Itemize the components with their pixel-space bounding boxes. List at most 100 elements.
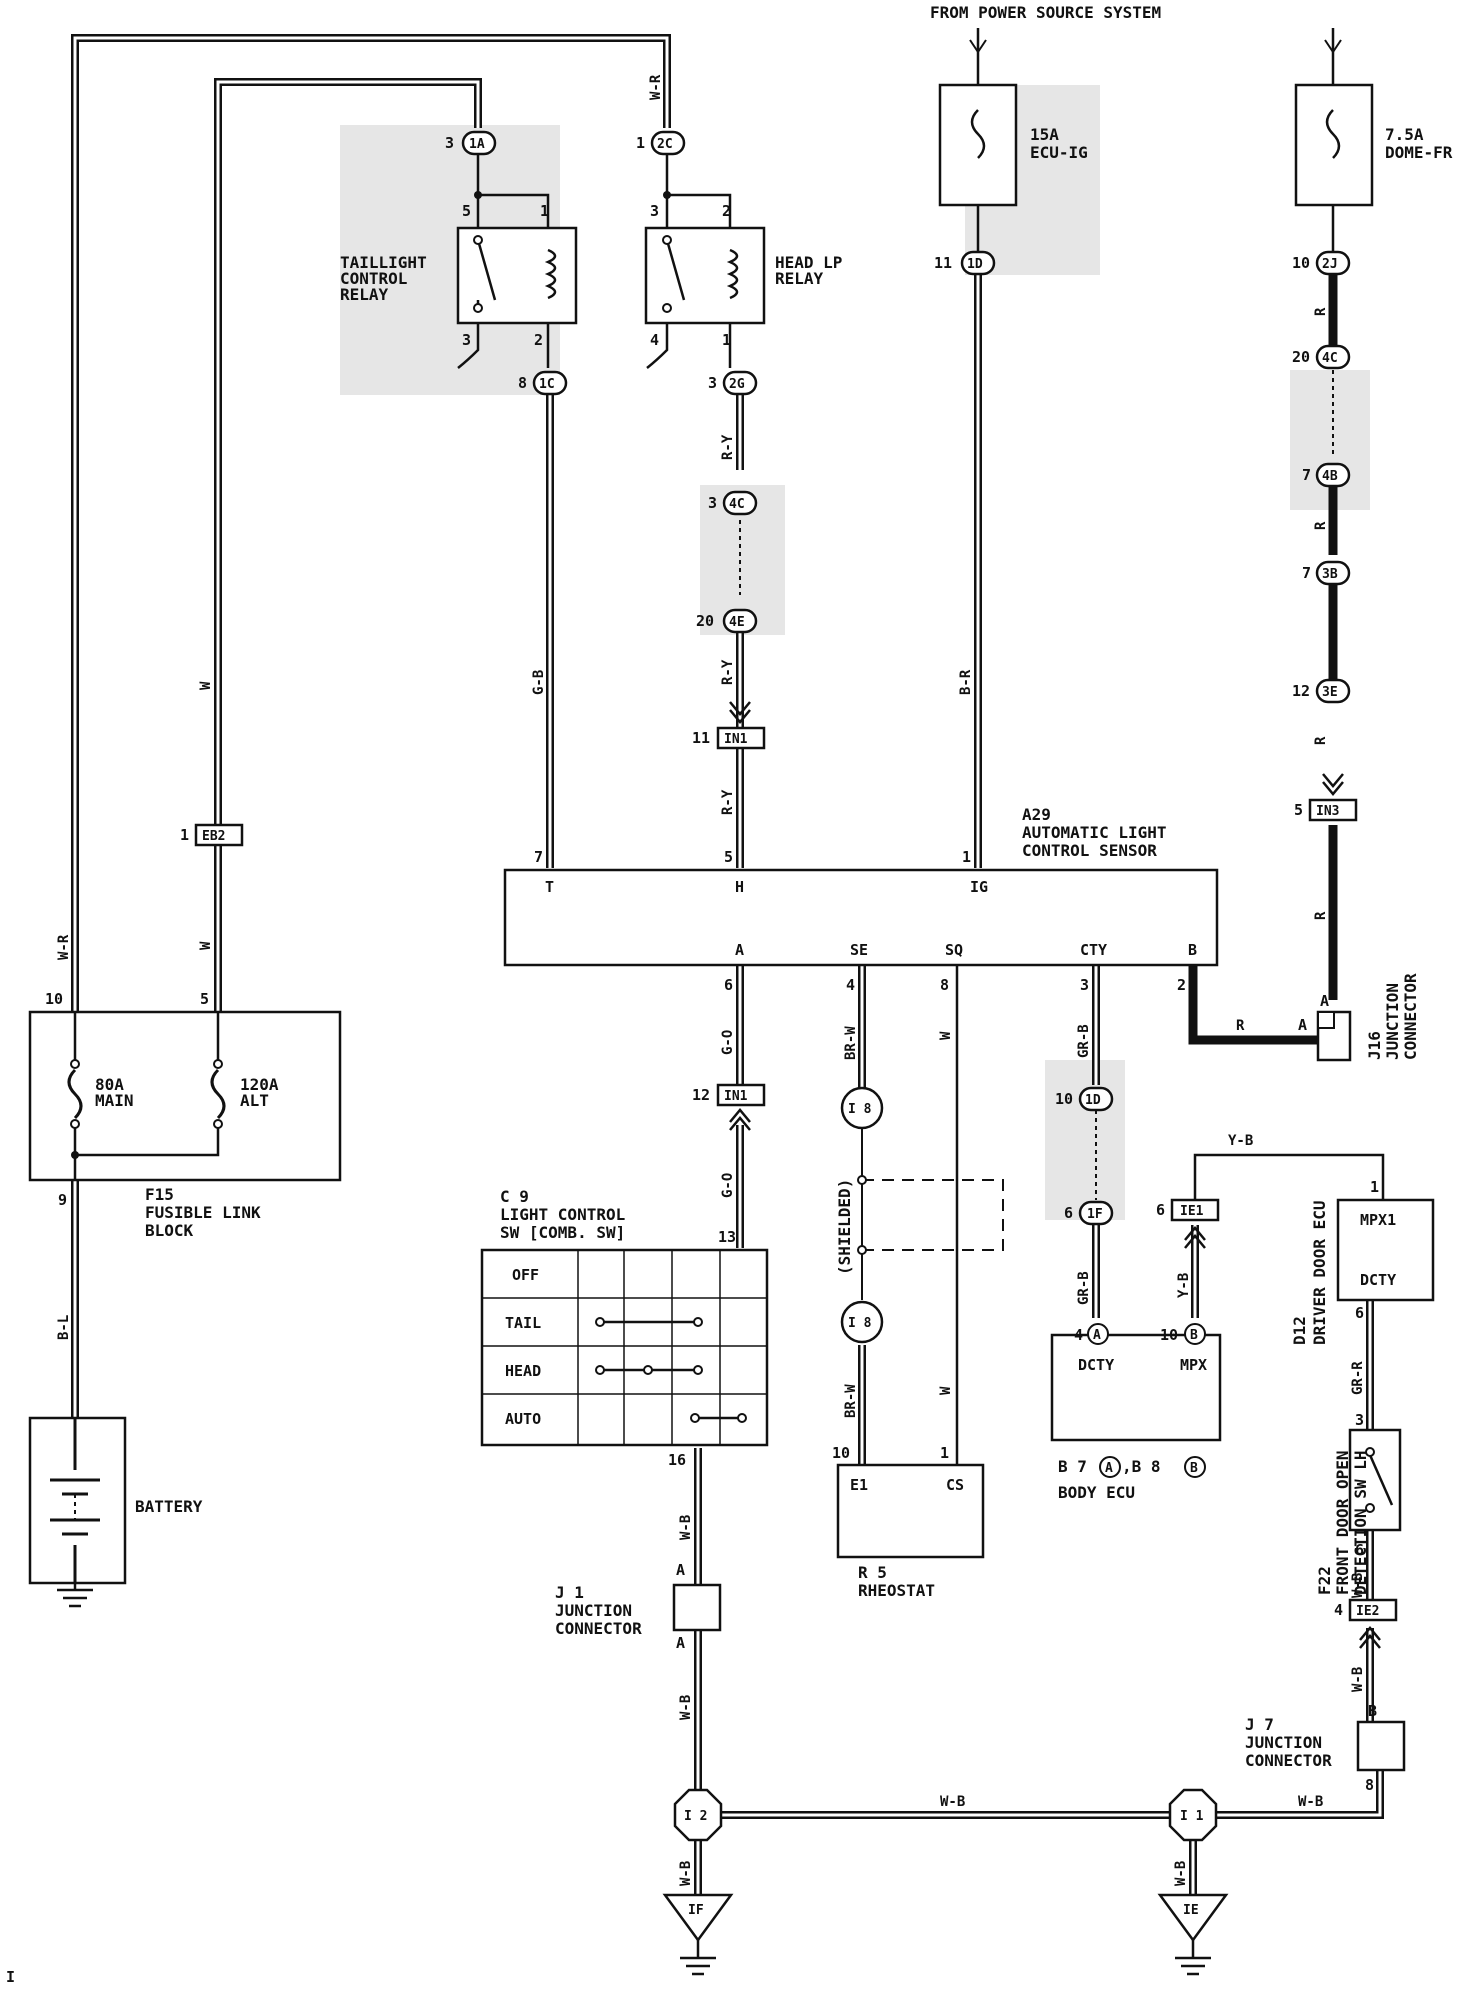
light-control-switch: OFF TAIL HEAD AUTO C 9 LIGHT CONTROL SW … bbox=[480, 1187, 769, 1469]
svg-text:1: 1 bbox=[1370, 1178, 1379, 1196]
svg-text:13: 13 bbox=[718, 1228, 736, 1246]
junction-I2: I 2 bbox=[673, 1788, 723, 1842]
head-relay-pin-3: 3 bbox=[650, 202, 659, 220]
svg-text:3: 3 bbox=[445, 134, 454, 152]
svg-text:IE1: IE1 bbox=[1180, 1204, 1204, 1219]
svg-text:A: A bbox=[1320, 992, 1329, 1010]
fuse-dome-fr: 7.5A DOME-FR bbox=[1294, 83, 1453, 207]
fusible-link-line1: FUSIBLE LINK bbox=[145, 1203, 261, 1222]
fuse-dome-fr-name: DOME-FR bbox=[1385, 143, 1453, 162]
head-relay-pin-4: 4 bbox=[650, 331, 659, 349]
body-ecu-id: B 7 bbox=[1058, 1457, 1087, 1476]
body-ecu-sep: ,B 8 bbox=[1122, 1457, 1161, 1476]
connector-1D-top: 1D 11 bbox=[934, 250, 996, 276]
connector-1A: 1A 3 bbox=[445, 130, 497, 156]
j7-line2: CONNECTOR bbox=[1245, 1751, 1332, 1770]
door-switch-line1: FRONT DOOR OPEN bbox=[1333, 1451, 1352, 1596]
svg-text:I 8: I 8 bbox=[848, 1102, 872, 1117]
svg-text:W-R: W-R bbox=[648, 74, 664, 100]
connector-4C-a: 4C 3 bbox=[708, 490, 758, 516]
sensor-terminal-A: A bbox=[735, 941, 744, 959]
svg-text:W: W bbox=[198, 941, 214, 950]
connector-IE1: IE1 6 bbox=[1156, 1198, 1220, 1249]
svg-text:6: 6 bbox=[1156, 1201, 1165, 1219]
svg-text:10: 10 bbox=[1055, 1090, 1073, 1108]
svg-text:A: A bbox=[676, 1634, 685, 1652]
svg-text:1F: 1F bbox=[1087, 1207, 1103, 1222]
svg-text:IN1: IN1 bbox=[724, 1089, 748, 1104]
j1-line2: CONNECTOR bbox=[555, 1619, 642, 1638]
switch-row-off: OFF bbox=[512, 1266, 539, 1284]
svg-text:Y-B: Y-B bbox=[1228, 1133, 1253, 1149]
svg-text:8: 8 bbox=[1365, 1776, 1374, 1794]
connector-IE2: IE2 4 bbox=[1334, 1598, 1398, 1649]
svg-text:1D: 1D bbox=[1085, 1093, 1101, 1108]
svg-text:4: 4 bbox=[1334, 1601, 1343, 1619]
junction-connector-j1: A A J 1 JUNCTION CONNECTOR bbox=[555, 1561, 722, 1652]
svg-text:5: 5 bbox=[200, 990, 209, 1008]
svg-text:10: 10 bbox=[45, 990, 63, 1008]
driver-door-ecu-name: DRIVER DOOR ECU bbox=[1310, 1201, 1329, 1346]
svg-text:7: 7 bbox=[1302, 564, 1311, 582]
svg-text:2G: 2G bbox=[729, 377, 745, 392]
svg-text:W: W bbox=[938, 1386, 954, 1395]
svg-text:BR-W: BR-W bbox=[843, 1384, 859, 1418]
j1-id: J 1 bbox=[555, 1583, 584, 1602]
svg-text:1C: 1C bbox=[539, 377, 555, 392]
svg-text:B-R: B-R bbox=[958, 669, 974, 695]
ground-IE: IE bbox=[1157, 1893, 1229, 1976]
connector-3B: 3B 7 bbox=[1302, 560, 1351, 586]
svg-text:R: R bbox=[1236, 1018, 1245, 1034]
connector-IN1-b: IN1 12 bbox=[692, 1083, 766, 1131]
connector-IN1-a: IN1 11 bbox=[692, 701, 766, 750]
svg-text:W-B: W-B bbox=[940, 1794, 965, 1810]
front-door-open-switch: 3 6 F22 FRONT DOOR OPEN DETECTION SW LH bbox=[1315, 1411, 1402, 1596]
svg-text:12: 12 bbox=[692, 1086, 710, 1104]
svg-text:BR-W: BR-W bbox=[843, 1026, 859, 1060]
shielded-section: (SHIELDED) bbox=[835, 1175, 1004, 1275]
switch-row-tail: TAIL bbox=[505, 1314, 541, 1332]
svg-text:A: A bbox=[676, 1561, 685, 1579]
connector-EB2: EB2 1 bbox=[180, 823, 244, 847]
sensor-terminal-B: B bbox=[1188, 941, 1197, 959]
svg-text:12: 12 bbox=[1292, 682, 1310, 700]
head-relay-pin-2: 2 bbox=[722, 202, 731, 220]
connector-1F: 1F 6 bbox=[1064, 1200, 1114, 1226]
svg-text:G-O: G-O bbox=[720, 1173, 736, 1198]
switch-line2: SW [COMB. SW] bbox=[500, 1223, 625, 1242]
junction-I1: I 1 bbox=[1168, 1788, 1218, 1842]
switch-line1: LIGHT CONTROL bbox=[500, 1205, 625, 1224]
svg-text:IE2: IE2 bbox=[1356, 1604, 1379, 1619]
svg-text:B: B bbox=[1368, 1702, 1377, 1720]
taillight-relay-line3: RELAY bbox=[340, 285, 389, 304]
svg-text:80A: 80A bbox=[95, 1075, 124, 1094]
connector-2C: 2C 1 bbox=[636, 130, 686, 156]
svg-text:MAIN: MAIN bbox=[95, 1091, 134, 1110]
sensor-pin-7: 7 bbox=[534, 848, 543, 866]
svg-text:W: W bbox=[198, 681, 214, 690]
svg-text:EB2: EB2 bbox=[202, 829, 225, 844]
svg-text:R: R bbox=[1313, 911, 1329, 920]
svg-text:GR-B: GR-B bbox=[1076, 1024, 1092, 1058]
svg-text:10: 10 bbox=[1160, 1326, 1178, 1344]
sensor-pin-1: 1 bbox=[962, 848, 971, 866]
ground-IF: IF bbox=[662, 1893, 734, 1976]
svg-text:4C: 4C bbox=[1322, 351, 1338, 366]
battery: BATTERY bbox=[28, 1416, 203, 1608]
connector-4E: 4E 20 bbox=[696, 608, 758, 634]
battery-label: BATTERY bbox=[135, 1497, 203, 1516]
sensor-line2: CONTROL SENSOR bbox=[1022, 841, 1157, 860]
junction-I8-upper: I 8 bbox=[840, 1086, 884, 1130]
svg-text:R-Y: R-Y bbox=[720, 789, 736, 815]
driver-door-ecu-id: D12 bbox=[1290, 1316, 1309, 1345]
head-lp-relay: HEAD LP RELAY 3 2 4 1 bbox=[644, 191, 842, 349]
svg-text:IN3: IN3 bbox=[1316, 804, 1339, 819]
svg-text:3: 3 bbox=[1355, 1411, 1364, 1429]
j7-line1: JUNCTION bbox=[1245, 1733, 1322, 1752]
svg-text:W: W bbox=[938, 1031, 954, 1040]
svg-text:R: R bbox=[1313, 736, 1329, 745]
svg-text:6: 6 bbox=[1064, 1204, 1073, 1222]
connector-3E: 3E 12 bbox=[1292, 678, 1351, 704]
svg-text:1: 1 bbox=[940, 1444, 949, 1462]
